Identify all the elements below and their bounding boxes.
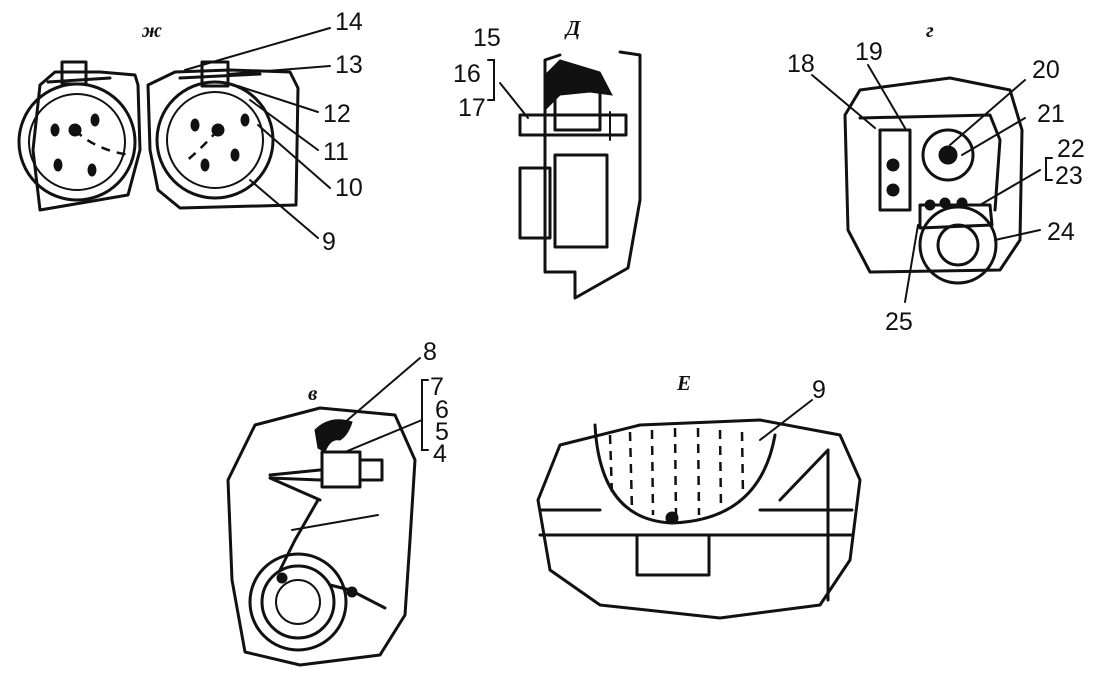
left-pulley-dash	[74, 129, 131, 157]
view-g-title: г	[926, 18, 934, 42]
bowl-arc	[593, 423, 777, 525]
view-d: Д 15 16 17	[453, 16, 642, 300]
drain-block	[635, 533, 711, 577]
label-24: 24	[1047, 218, 1075, 246]
view-zh: ж 14 13 12 11 10 9	[17, 8, 363, 256]
sheet-outline	[226, 406, 417, 667]
left-pulley-inner	[28, 93, 126, 191]
view-d-title: Д	[564, 16, 581, 40]
view-v-title: в	[308, 381, 318, 405]
mount-bracket	[320, 450, 362, 489]
tension-bolt	[518, 113, 628, 137]
label-13: 13	[335, 51, 363, 79]
label-6: 6	[435, 396, 449, 424]
ring-middle	[260, 564, 336, 640]
bracket-arc	[314, 419, 353, 453]
left-bolt	[60, 60, 88, 86]
label-9-bottom: 9	[812, 376, 826, 404]
lower-pulley-outer	[918, 205, 998, 285]
label-14: 14	[335, 8, 363, 36]
left-pulley-outer	[17, 82, 137, 202]
label-9: 9	[322, 228, 336, 256]
label-4: 4	[433, 440, 447, 468]
label-15: 15	[473, 24, 501, 52]
drain-plug	[665, 511, 679, 525]
tank-outline	[536, 418, 862, 620]
right-pulley-inner	[166, 91, 264, 189]
rubber-pad	[544, 59, 613, 112]
tensioner-block	[553, 153, 609, 249]
ring-inner	[275, 579, 321, 625]
label-22: 22	[1057, 135, 1085, 163]
label-8: 8	[423, 338, 437, 366]
label-25: 25	[885, 308, 913, 336]
view-g: г 18 19 20 21 22 23 24 25	[787, 18, 1085, 336]
ring-outer	[248, 552, 348, 652]
label-18: 18	[787, 50, 815, 78]
view-v: в 8 7 6 5 4	[226, 338, 449, 667]
lower-pulley-inner	[936, 223, 980, 267]
label-16: 16	[453, 60, 481, 88]
label-17: 17	[458, 94, 486, 122]
label-10: 10	[335, 174, 363, 202]
view-e-title: Е	[676, 371, 691, 395]
generator-pulley	[921, 128, 975, 182]
label-7: 7	[430, 373, 444, 401]
label-12: 12	[323, 100, 351, 128]
label-21: 21	[1037, 100, 1065, 128]
view-zh-title: ж	[141, 18, 162, 42]
left-housing	[31, 70, 142, 212]
label-5: 5	[435, 418, 449, 446]
right-pulley-outer	[155, 80, 275, 200]
label-11: 11	[323, 138, 349, 166]
label-20: 20	[1032, 56, 1060, 84]
label-23: 23	[1055, 162, 1083, 190]
view-e: Е 9	[536, 371, 862, 620]
label-19: 19	[855, 38, 883, 66]
panel-outline	[843, 76, 1024, 274]
